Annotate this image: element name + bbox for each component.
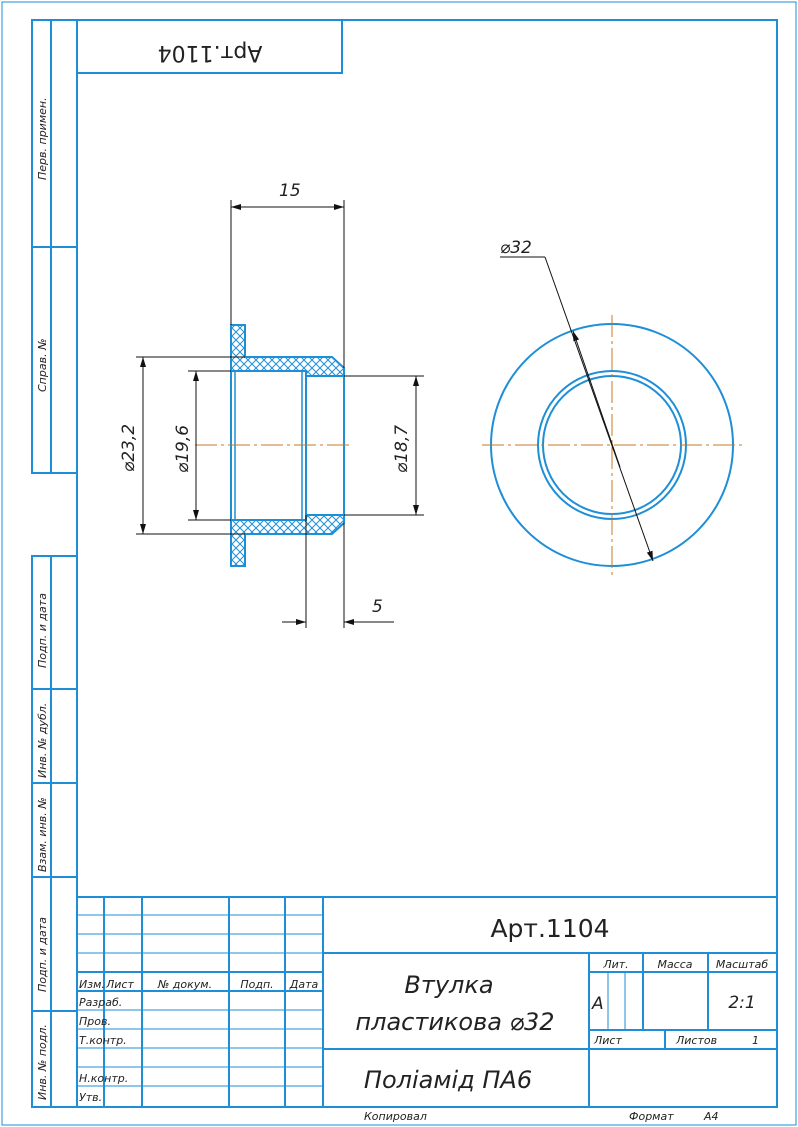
tb-list-label: Лист: [593, 1034, 622, 1047]
top-stamp-text: Арт.1104: [158, 40, 263, 65]
label-vzam-inv: Взам. инв. №: [36, 797, 49, 872]
tb-hdr-izm: Изм.: [79, 978, 105, 991]
dim-line-d32: [544, 256, 654, 562]
dim-text-5: 5: [372, 597, 383, 617]
tb-row-utv: Утв.: [79, 1091, 102, 1104]
end-view: ⌀32: [482, 238, 742, 575]
footer-format-value: А4: [703, 1110, 719, 1123]
tb-hdr-podp: Подп.: [240, 978, 273, 991]
tb-hdr-list: Лист: [105, 978, 134, 991]
tb-hdr-data: Дата: [289, 978, 319, 991]
tb-row-prov: Пров.: [79, 1015, 111, 1028]
title-block: [77, 896, 777, 1107]
label-inv-podl: Инв. № подл.: [36, 1024, 49, 1100]
label-podp-data-1: Подп. и дата: [36, 593, 49, 668]
title-block-text: Арт.1104 Втулка пластикова ⌀32 Поліамід …: [79, 914, 768, 1104]
left-margin-labels: Перв. примен. Справ. № Подп. и дата Инв.…: [36, 97, 49, 1100]
section-hatch-bottom-wall: [230, 514, 345, 567]
footer-format-label: Формат: [629, 1110, 674, 1123]
tb-scale-value: 2:1: [728, 993, 755, 1013]
top-stamp-box: [76, 19, 343, 74]
footer-kopiroval: Копировал: [364, 1110, 427, 1123]
tb-row-nkontr: Н.контр.: [79, 1072, 128, 1085]
left-margin-columns: [31, 19, 78, 1108]
dim-text-d19: ⌀19,6: [173, 425, 193, 473]
drawing-frame: [76, 19, 778, 1108]
tb-row-razrab: Разраб.: [79, 996, 122, 1009]
tb-massa-label: Масса: [657, 958, 692, 971]
label-inv-dubl: Инв. № дубл.: [36, 703, 49, 778]
tb-listov-label: Листов: [675, 1034, 717, 1047]
tb-name-line2: пластикова ⌀32: [355, 1008, 554, 1036]
tb-hdr-docum: № докум.: [157, 978, 212, 991]
dim-text-15: 15: [279, 181, 301, 201]
label-podp-data-2: Подп. и дата: [36, 917, 49, 992]
dim-line-d32-arrow-top: [572, 330, 621, 468]
tb-lit-value: А: [591, 994, 604, 1014]
tb-designation: Арт.1104: [490, 914, 609, 943]
label-perv-primen: Перв. примен.: [36, 97, 49, 180]
tb-lit-label: Лит.: [602, 958, 628, 971]
tb-row-tkontr: Т.контр.: [79, 1034, 127, 1047]
section-hatch-top-wall: [230, 324, 345, 377]
dim-text-d18: ⌀18,7: [392, 425, 412, 473]
tb-material: Поліамід ПА6: [364, 1066, 532, 1094]
dim-text-d32: ⌀32: [500, 238, 532, 258]
dim-text-d23: ⌀23,2: [119, 424, 139, 472]
tb-listov-value: 1: [752, 1034, 759, 1047]
tb-name-line1: Втулка: [404, 971, 493, 999]
label-sprav-no: Справ. №: [36, 338, 49, 392]
tb-masshtab-label: Масштаб: [716, 958, 768, 971]
section-view: 15 ⌀23,2 ⌀19,6 ⌀18,7 5: [119, 181, 424, 628]
